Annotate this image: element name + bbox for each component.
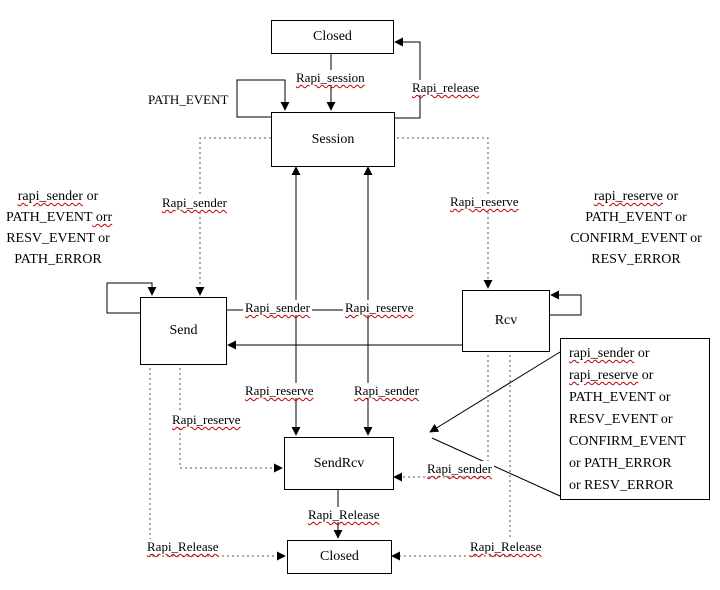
label-rapi-session: Rapi_session: [294, 70, 367, 85]
label-rapi-release-mid: Rapi_Release: [306, 507, 382, 522]
state-send-label: Send: [169, 323, 198, 338]
label-rapi-reserve-send-sendrcv: Rapi_reserve: [243, 383, 316, 398]
right-events-note: rapi_reserve or PATH_EVENT or CONFIRM_EV…: [566, 186, 706, 270]
left-events-note: rapi_sender or PATH_EVENT orr RESV_EVENT…: [6, 186, 113, 270]
state-send: Send: [140, 297, 227, 365]
infobox-line-7: or RESV_ERROR: [569, 478, 674, 493]
sendrcv-events-infobox: rapi_sender or rapi_reserve or PATH_EVEN…: [560, 338, 710, 500]
state-closed-top: Closed: [271, 20, 394, 54]
edge-rcv-to-closed-dotted: [391, 350, 511, 561]
infobox-line-5: CONFIRM_EVENT: [569, 434, 686, 449]
edge-rcv-self-loop: [548, 290, 582, 316]
state-session: Session: [271, 112, 395, 167]
label-rapi-release-right: Rapi_Release: [468, 539, 544, 554]
solid-edges: [106, 37, 582, 539]
label-rapi-reserve-session-rcv: Rapi_reserve: [448, 194, 521, 209]
state-closed-top-label: Closed: [313, 29, 352, 44]
right-events-line-2: PATH_EVENT or: [585, 210, 687, 225]
label-rapi-reserve-dotted-left: Rapi_reserve: [170, 412, 243, 427]
infobox-line-2: rapi_reserve or: [569, 368, 654, 383]
label-rapi-sender-session-send: Rapi_sender: [160, 195, 229, 210]
state-sendrcv: SendRcv: [284, 437, 394, 490]
edge-session-to-send-dotted: [195, 137, 271, 296]
left-events-line-2: PATH_EVENT orr: [6, 210, 113, 225]
edge-send-to-sendrcv-dotted: [179, 363, 283, 473]
label-rapi-sender-rcv-sendrcv: Rapi_sender: [352, 383, 421, 398]
callout-line-bottom: [431, 437, 561, 497]
label-rapi-sender-dotted-right: Rapi_sender: [425, 461, 494, 476]
edge-rcv-to-sendrcv-dotted: [393, 350, 489, 482]
state-rcv-label: Rcv: [494, 313, 518, 328]
label-rapi-reserve-rcv-session: Rapi_reserve: [343, 300, 416, 315]
edge-send-self-loop: [106, 282, 157, 314]
right-events-line-1: rapi_reserve or: [593, 189, 679, 204]
label-path-event-loop: PATH_EVENT: [146, 92, 231, 107]
state-sendrcv-label: SendRcv: [313, 455, 365, 471]
infobox-line-6: or PATH_ERROR: [569, 456, 672, 471]
infobox-line-4: RESV_EVENT or: [569, 412, 673, 427]
right-events-line-3: CONFIRM_EVENT or: [570, 231, 702, 246]
left-events-line-3: RESV_EVENT or: [6, 231, 110, 246]
left-events-line-4: PATH_ERROR: [14, 252, 102, 267]
state-rcv: Rcv: [462, 290, 550, 352]
left-events-line-1: rapi_sender or: [17, 189, 99, 204]
callout-line-top: [429, 351, 561, 433]
label-rapi-release-top: Rapi_release: [410, 80, 482, 95]
state-closed-bottom-label: Closed: [320, 549, 359, 564]
label-rapi-sender-send-session: Rapi_sender: [243, 300, 312, 315]
edge-session-self-loop: [236, 79, 290, 118]
edge-session-to-rcv-dotted: [392, 137, 493, 289]
state-closed-bottom: Closed: [287, 540, 392, 574]
state-session-label: Session: [311, 131, 355, 147]
right-events-line-4: RESV_ERROR: [591, 252, 681, 267]
dotted-edges: [149, 137, 511, 561]
label-rapi-release-left: Rapi_Release: [145, 539, 221, 554]
infobox-line-3: PATH_EVENT or: [569, 390, 671, 405]
infobox-line-1: rapi_sender or: [569, 346, 650, 361]
